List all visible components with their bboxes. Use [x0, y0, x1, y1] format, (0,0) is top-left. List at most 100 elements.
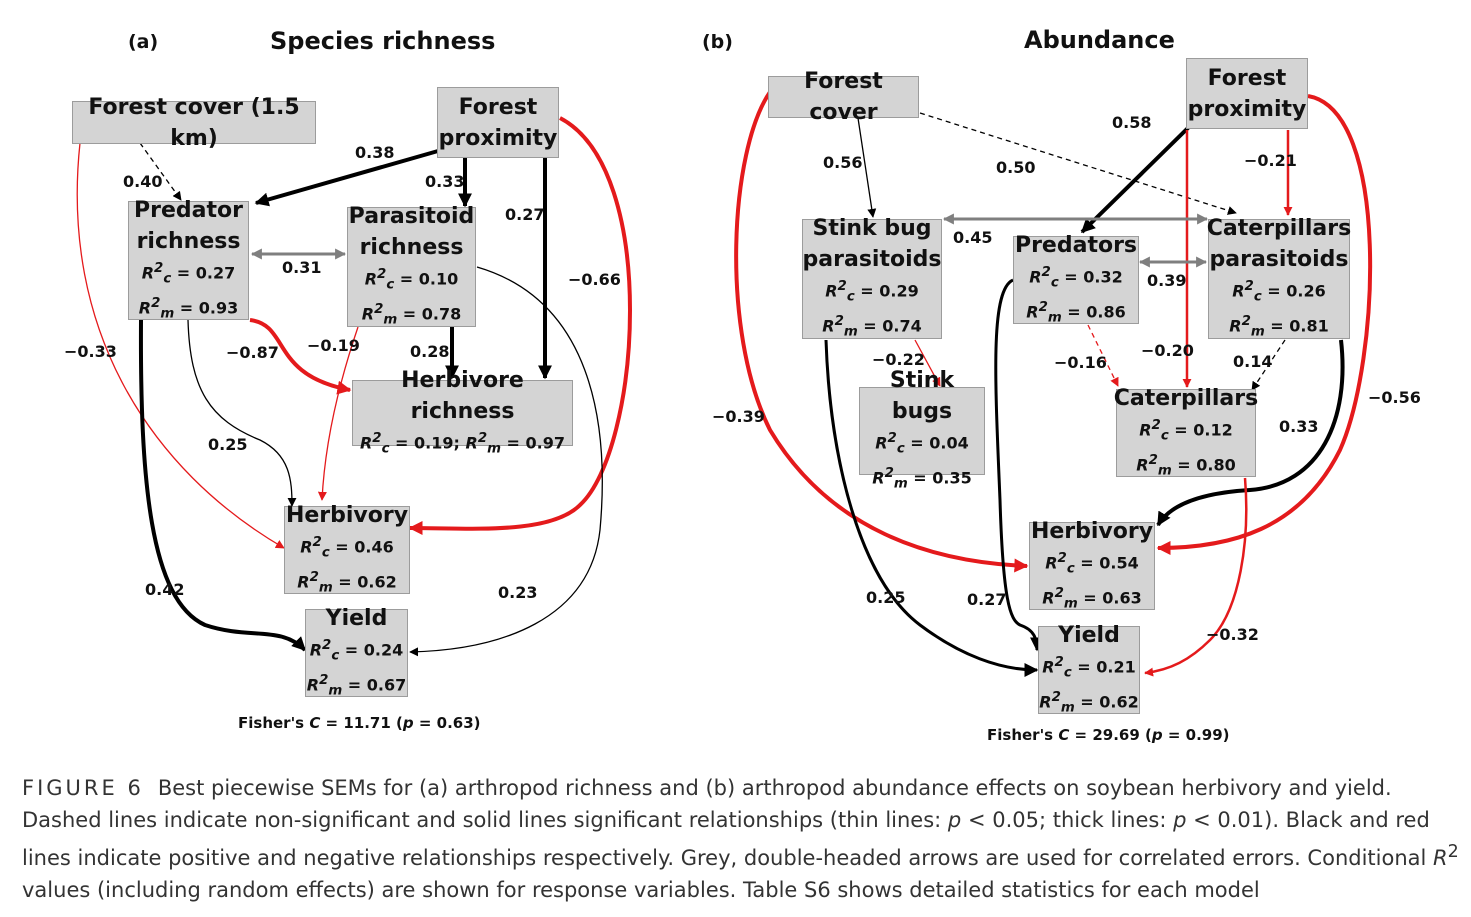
node-b-stinkbugs-title: Stink bugs	[889, 368, 955, 425]
node-a-forest-cover-title: Forest cover (1.5 km)	[88, 94, 300, 151]
label-b-025: 0.25	[866, 588, 906, 607]
link-a-parasitoid-herbivory	[317, 326, 359, 501]
node-b-stink-bugs: Stink bugs R2c = 0.04 R2m = 0.35	[859, 368, 985, 492]
label-b-014: 0.14	[1233, 352, 1273, 371]
node-a-parasitoid-line2: richness	[359, 235, 464, 261]
label-b-056: 0.56	[823, 153, 863, 172]
node-b-herbivory: Herbivory R2c = 0.54 R2m = 0.63	[1029, 519, 1155, 611]
node-a-parasitoid-line1: Parasitoid	[348, 204, 475, 230]
panel-b-title: Abundance	[1024, 26, 1175, 54]
label-b-neg039: −0.39	[712, 407, 765, 426]
label-a-040: 0.40	[123, 172, 163, 191]
node-a-parasitoid-richness: Parasitoid richness R2c = 0.10 R2m = 0.7…	[347, 204, 476, 328]
node-a-yield-title: Yield	[325, 605, 388, 631]
node-b-herbivory-title: Herbivory	[1030, 518, 1154, 544]
node-a-predator-r2m: R2m = 0.93	[138, 295, 239, 322]
node-b-forest-proximity-line1: Forest	[1207, 65, 1287, 91]
label-b-050: 0.50	[996, 158, 1036, 177]
link-a-predator-herbivory	[187, 319, 297, 507]
label-b-neg021: −0.21	[1244, 151, 1297, 170]
node-b-yield-r2m: R2m = 0.62	[1039, 689, 1139, 716]
node-b-yield-title: Yield	[1058, 622, 1120, 648]
link-b-proximity-predators	[1080, 124, 1192, 234]
node-b-stinkparas-r2c: R2c = 0.29	[825, 279, 919, 305]
panel-b-letter: (b)	[702, 31, 733, 53]
node-b-forest-cover: Forest cover	[768, 69, 919, 125]
node-b-predators-title: Predators	[1014, 232, 1138, 258]
label-a-025: 0.25	[208, 435, 248, 454]
label-b-neg056: −0.56	[1368, 388, 1421, 407]
link-b-predators-caterpillars	[1087, 324, 1119, 387]
link-a-predator-yield	[138, 319, 307, 652]
link-b-catparas-caterpillars	[1251, 339, 1286, 391]
node-b-caterpillars: Caterpillars R2c = 0.12 R2m = 0.80	[1114, 386, 1258, 478]
link-b-cover-stinkbugparas	[857, 117, 877, 218]
link-b-predators-yield	[994, 278, 1044, 652]
node-a-herbivory-r2c: R2c = 0.46	[300, 534, 394, 561]
link-a-proximity-predator	[254, 149, 439, 207]
link-a-cover-predator	[139, 142, 182, 201]
node-a-forest-proximity-line1: Forest	[458, 94, 538, 120]
label-a-neg019: −0.19	[307, 336, 360, 355]
node-a-predator-line1: Predator	[134, 197, 243, 223]
node-b-catparas-line1: Caterpillars	[1206, 216, 1352, 242]
node-b-stinkbug-parasitoids: Stink bug parasitoids R2c = 0.29 R2m = 0…	[802, 216, 942, 340]
node-a-forest-cover: Forest cover (1.5 km)	[72, 95, 316, 151]
node-b-herbivory-r2m: R2m = 0.63	[1042, 585, 1142, 612]
link-b-caterpillars-yield	[1144, 477, 1248, 677]
node-b-caterpillars-r2c: R2c = 0.12	[1139, 417, 1233, 444]
node-b-forest-cover-title: Forest cover	[804, 69, 883, 125]
link-b-proximity-herbivory	[1156, 94, 1373, 555]
node-b-stinkbugs-r2c: R2c = 0.04	[875, 431, 969, 457]
panel-a-letter: (a)	[128, 31, 159, 53]
label-a-027: 0.27	[505, 205, 545, 224]
node-a-parasitoid-r2c: R2c = 0.10	[364, 267, 459, 293]
node-b-catparas-r2c: R2c = 0.26	[1232, 279, 1326, 305]
node-a-yield-r2c: R2c = 0.24	[309, 637, 404, 664]
link-b-catparas-herbivory	[1156, 339, 1345, 527]
node-a-predator-line2: richness	[136, 228, 241, 254]
node-a-herbivore-title: Herbivore richness	[401, 367, 524, 424]
node-a-yield: Yield R2c = 0.24 R2m = 0.67	[305, 606, 408, 698]
label-b-neg016: −0.16	[1054, 353, 1107, 372]
node-b-catparas-r2m: R2m = 0.81	[1229, 314, 1329, 340]
link-b-stinkparas-stinkbugs	[914, 339, 941, 387]
label-a-neg066: −0.66	[568, 270, 621, 289]
node-a-forest-proximity-line2: proximity	[438, 125, 558, 151]
figure-number: FIGURE 6	[22, 776, 144, 800]
panel-b-links	[734, 90, 1373, 677]
panel-a-title: Species richness	[270, 27, 496, 55]
node-b-predators-r2c: R2c = 0.32	[1029, 264, 1123, 291]
link-b-cover-catparas	[919, 112, 1237, 215]
label-a-023: 0.23	[498, 583, 538, 602]
node-b-stinkparas-line1: Stink bug	[812, 216, 932, 242]
node-a-predator-r2c: R2c = 0.27	[141, 260, 236, 287]
label-a-042: 0.42	[145, 580, 185, 599]
node-b-forest-proximity-line2: proximity	[1187, 96, 1307, 122]
link-a-cover-herbivory	[76, 142, 285, 549]
node-b-stinkparas-r2m: R2m = 0.74	[822, 314, 922, 340]
node-a-yield-r2m: R2m = 0.67	[306, 672, 407, 699]
node-b-yield: Yield R2c = 0.21 R2m = 0.62	[1038, 623, 1140, 715]
node-b-predators: Predators R2c = 0.32 R2m = 0.86	[1013, 233, 1139, 325]
label-b-058: 0.58	[1112, 113, 1152, 132]
label-a-033: 0.33	[425, 172, 465, 191]
node-b-forest-proximity: Forest proximity	[1186, 58, 1308, 129]
label-b-045: 0.45	[953, 228, 993, 247]
label-b-neg022: −0.22	[872, 350, 925, 369]
node-a-herbivory: Herbivory R2c = 0.46 R2m = 0.62	[284, 503, 410, 595]
link-a-parasitoid-yield	[409, 266, 603, 657]
fisher-a: Fisher's C = 11.71 (p = 0.63)	[238, 714, 481, 732]
node-a-herbivore-r2: R2c = 0.19; R2m = 0.97	[359, 430, 566, 457]
node-b-caterpillars-parasitoids: Caterpillars parasitoids R2c = 0.26 R2m …	[1207, 216, 1351, 339]
link-b-cover-herbivory	[734, 90, 1029, 573]
label-a-038: 0.38	[355, 143, 395, 162]
label-b-027: 0.27	[967, 590, 1007, 609]
node-a-forest-proximity: Forest proximity	[437, 87, 559, 158]
node-b-catparas-line2: parasitoids	[1209, 247, 1349, 273]
label-a-neg033: −0.33	[64, 342, 117, 361]
node-b-caterpillars-title: Caterpillars	[1113, 385, 1259, 411]
node-a-herbivore-richness: Herbivore richness R2c = 0.19; R2m = 0.9…	[352, 368, 573, 456]
